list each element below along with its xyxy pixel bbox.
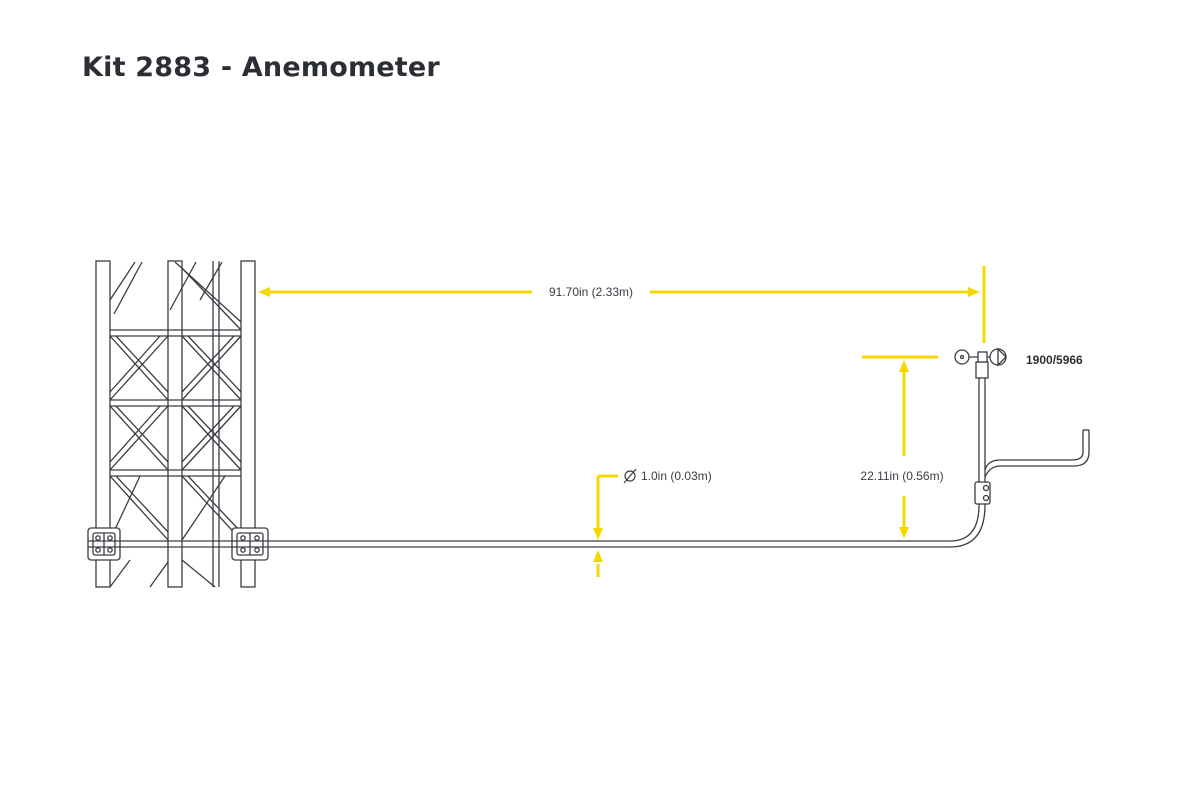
horizontal-dimension-label: 91.70in (2.33m) [549,285,633,299]
anemometer-sensor [954,347,1007,379]
left-mounting-clamp [87,527,121,561]
side-bracket [984,429,1090,478]
diameter-icon [623,468,637,484]
horizontal-dimension [258,266,986,343]
right-mounting-clamp [231,527,269,561]
diameter-dimension [593,474,618,577]
vertical-dimension-label: 22.11in (0.56m) [860,469,943,483]
pipe-clamp [974,481,991,505]
page-title: Kit 2883 - Anemometer [82,52,440,83]
lattice-tower [95,260,256,588]
vertical-dimension [862,355,938,539]
boom-arm [88,378,986,548]
part-number-label: 1900/5966 [1026,353,1083,367]
diameter-dimension-label: 1.0in (0.03m) [641,469,712,483]
